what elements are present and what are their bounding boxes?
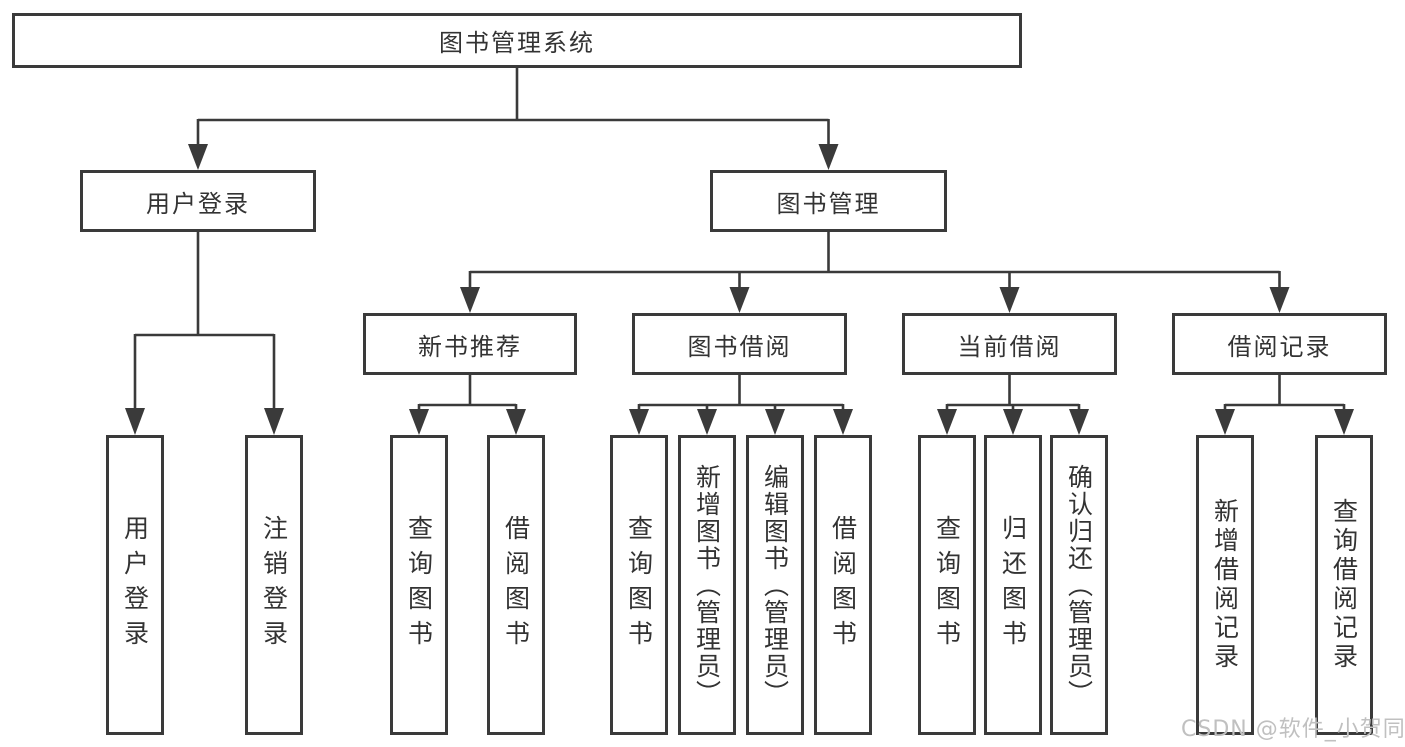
edges-current-borrow-to-leaves: [937, 375, 1089, 435]
leaf-query-books-3: 查询图书: [918, 435, 976, 735]
node-borrow-records: 借阅记录: [1172, 313, 1387, 375]
edges-user-login-to-leaves: [125, 232, 284, 435]
leaf-confirm-return-admin: 确认归还（管理员）: [1050, 435, 1108, 735]
arrowhead: [629, 409, 649, 435]
edges-book-management-to-level3: [460, 232, 1290, 313]
node-label: 新书推荐: [418, 332, 522, 361]
node-current-borrow: 当前借阅: [902, 313, 1117, 375]
node-label: 查询图书: [932, 515, 962, 655]
node-label: 确认归还（管理员）: [1064, 463, 1094, 707]
node-user-login: 用户登录: [80, 170, 316, 232]
arrowhead: [729, 287, 750, 313]
arrowhead: [765, 409, 785, 435]
node-label: 图书管理系统: [439, 29, 595, 57]
watermark: CSDN @软件_小贺同学: [1181, 717, 1405, 742]
node-label: 用户登录: [146, 189, 250, 218]
edges-root-to-level2: [188, 68, 839, 170]
node-label: 当前借阅: [957, 332, 1062, 361]
node-label: 借阅图书: [828, 515, 858, 655]
arrowhead: [833, 409, 853, 435]
node-label: 新增借阅记录: [1210, 498, 1240, 672]
edges-new-book-recommend-to-leaves: [409, 375, 526, 435]
arrowhead: [125, 408, 145, 435]
leaf-add-books-admin: 新增图书（管理员）: [678, 435, 736, 735]
arrowhead: [409, 409, 429, 435]
leaf-add-borrow-record: 新增借阅记录: [1196, 435, 1254, 735]
node-label: 归还图书: [998, 515, 1028, 655]
arrowhead: [460, 287, 480, 313]
node-label: 新增图书（管理员）: [692, 463, 722, 707]
edges-borrow-records-to-leaves: [1215, 375, 1354, 435]
node-book-borrow: 图书借阅: [632, 313, 847, 375]
leaf-query-books-2: 查询图书: [610, 435, 668, 735]
node-label: 用户登录: [120, 515, 150, 655]
arrowhead: [1269, 287, 1290, 313]
arrowhead: [188, 144, 208, 170]
edges-book-borrow-to-leaves: [629, 375, 853, 435]
leaf-borrow-books-2: 借阅图书: [814, 435, 872, 735]
leaf-user-login: 用户登录: [106, 435, 164, 735]
node-label: 借阅记录: [1227, 332, 1332, 361]
node-library-system: 图书管理系统: [12, 13, 1022, 68]
node-new-book-recommend: 新书推荐: [363, 313, 577, 375]
node-label: 编辑图书（管理员）: [760, 463, 790, 707]
node-label: 查询图书: [404, 515, 434, 655]
node-label: 借阅图书: [501, 515, 531, 655]
node-label: 查询图书: [624, 515, 654, 655]
arrowhead: [937, 409, 957, 435]
arrowhead: [1334, 409, 1354, 435]
arrowhead: [1003, 409, 1023, 435]
node-label: 图书借阅: [687, 332, 792, 361]
leaf-return-books: 归还图书: [984, 435, 1042, 735]
leaf-borrow-books-1: 借阅图书: [487, 435, 545, 735]
arrowhead: [818, 144, 839, 170]
node-label: 注销登录: [259, 515, 289, 655]
arrowhead: [264, 408, 284, 435]
arrowhead: [999, 287, 1020, 313]
node-label: 图书管理: [776, 189, 881, 218]
arrowhead: [697, 409, 717, 435]
node-label: 查询借阅记录: [1329, 498, 1359, 672]
leaf-logout: 注销登录: [245, 435, 303, 735]
arrowhead: [1069, 409, 1089, 435]
leaf-query-books-1: 查询图书: [390, 435, 448, 735]
leaf-query-borrow-record: 查询借阅记录: [1315, 435, 1373, 735]
leaf-edit-books-admin: 编辑图书（管理员）: [746, 435, 804, 735]
node-book-management: 图书管理: [710, 170, 947, 232]
arrowhead: [1215, 409, 1235, 435]
arrowhead: [506, 409, 526, 435]
